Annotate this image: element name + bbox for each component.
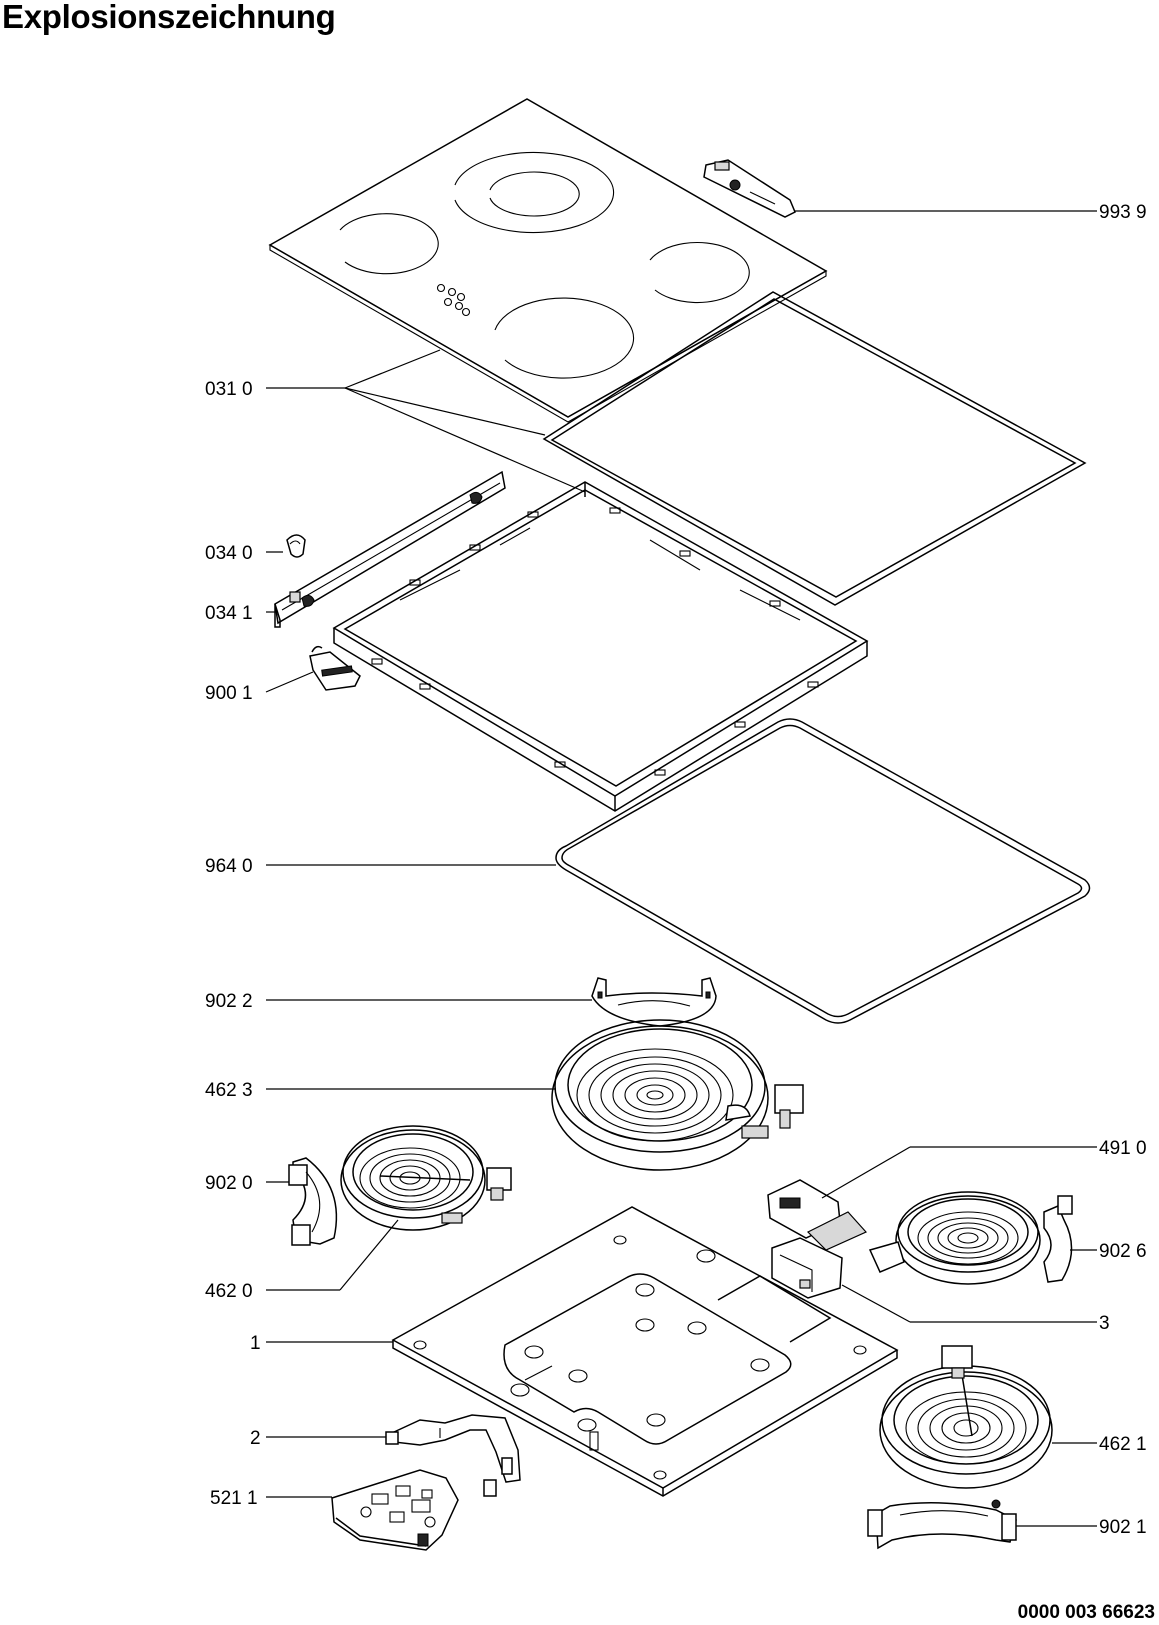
clip-034-0 <box>286 534 306 558</box>
label-1: 1 <box>250 1333 261 1354</box>
label-2: 2 <box>250 1428 261 1449</box>
radiant-heater-462-1 <box>879 1345 1053 1489</box>
mounting-rail-034-1 <box>274 470 506 628</box>
label-900-1: 900 1 <box>205 683 253 704</box>
control-module-521-1 <box>331 1469 459 1551</box>
label-031-0: 031 0 <box>205 379 253 400</box>
label-462-0: 462 0 <box>205 1281 253 1302</box>
label-462-3: 462 3 <box>205 1080 253 1101</box>
seal-lower-964-0 <box>555 718 1091 1024</box>
document-number: 0000 003 66623 <box>1018 1602 1155 1623</box>
label-491-0: 491 0 <box>1099 1138 1147 1159</box>
page-title: Explosionszeichnung <box>2 0 336 35</box>
label-462-1: 462 1 <box>1099 1434 1147 1455</box>
energy-regulator-491-0 <box>767 1179 867 1251</box>
ceramic-cooktop-glass <box>268 98 828 423</box>
label-902-0: 902 0 <box>205 1173 253 1194</box>
label-964-0: 964 0 <box>205 856 253 877</box>
label-902-2: 902 2 <box>205 991 253 1012</box>
radiant-heater-902-6-assembly <box>868 1191 1073 1285</box>
cable-harness-2 <box>385 1414 521 1497</box>
seal-frame-upper <box>542 291 1087 606</box>
bracket-902-1 <box>867 1499 1017 1550</box>
label-993-9: 993 9 <box>1099 202 1147 223</box>
base-plate-1 <box>391 1206 899 1497</box>
bracket-902-0 <box>288 1157 338 1246</box>
clip-900-1 <box>309 645 361 691</box>
label-902-6: 902 6 <box>1099 1241 1147 1262</box>
radiant-heater-462-3 <box>551 1019 804 1171</box>
label-034-0: 034 0 <box>205 543 253 564</box>
label-034-1: 034 1 <box>205 603 253 624</box>
metal-frame <box>332 481 869 812</box>
label-3: 3 <box>1099 1313 1110 1334</box>
label-521-1: 521 1 <box>210 1488 258 1509</box>
radiant-heater-462-0 <box>340 1125 512 1231</box>
bracket-902-2 <box>591 977 717 1027</box>
bracket-993-9 <box>703 159 796 218</box>
bracket-3 <box>771 1237 843 1299</box>
label-902-1: 902 1 <box>1099 1517 1147 1538</box>
leader-lines <box>265 210 1097 1527</box>
